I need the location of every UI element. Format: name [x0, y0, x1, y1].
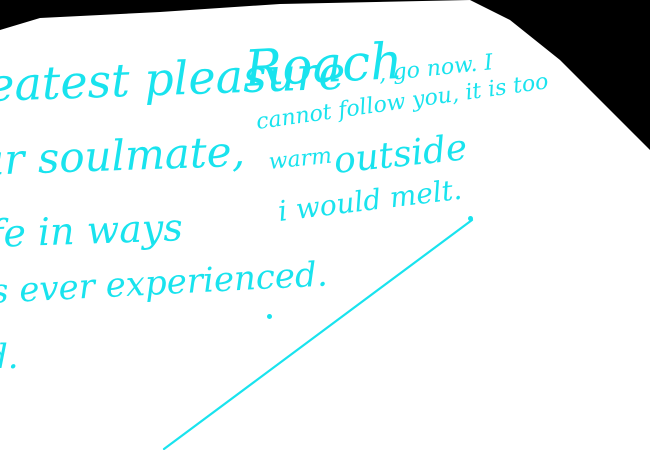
note-line-2: ur soulmate,: [0, 126, 246, 185]
pen-stroke-line: [162, 218, 474, 450]
ink-dot: [267, 314, 272, 319]
ink-dot: [468, 216, 473, 221]
note-line-3: fe in ways: [0, 205, 184, 256]
note-line-5: d.: [0, 337, 19, 377]
